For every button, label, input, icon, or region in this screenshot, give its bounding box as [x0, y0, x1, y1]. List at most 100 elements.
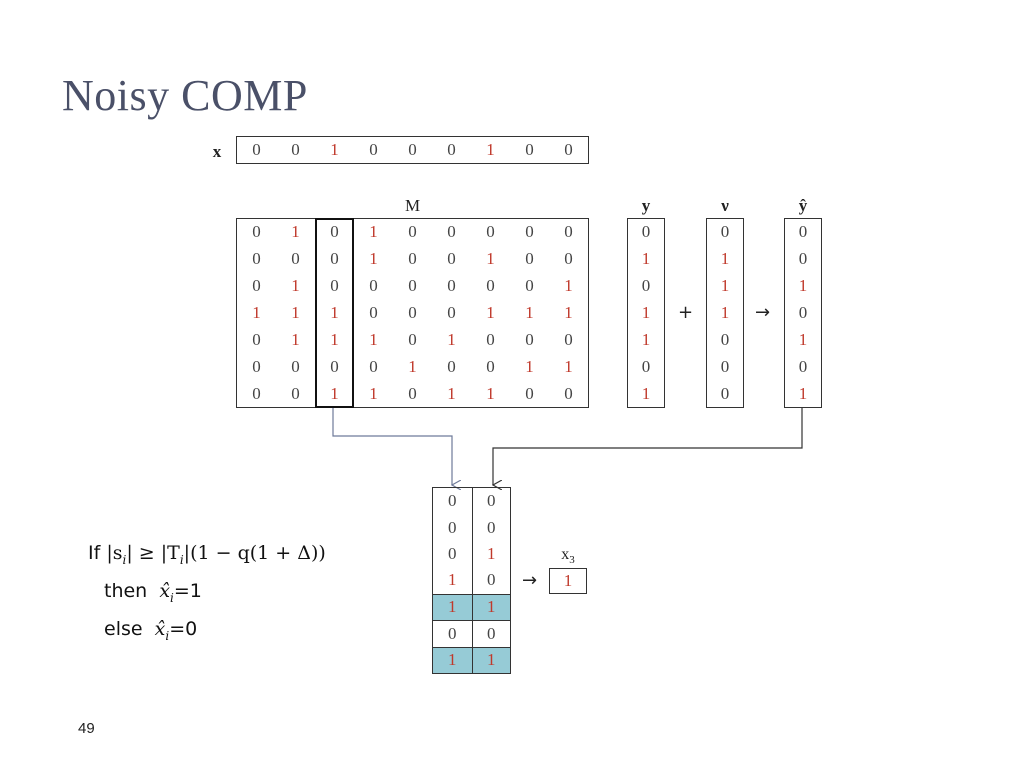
- yhat-cell: 1: [798, 329, 808, 349]
- m-cell: 0: [486, 356, 495, 376]
- m-cell: 1: [291, 329, 300, 349]
- compare-cell-b: 0: [471, 514, 511, 541]
- m-cell: 0: [486, 329, 495, 349]
- m-cell: 0: [447, 249, 456, 269]
- yhat-cell: 0: [798, 302, 808, 322]
- page-number: 49: [78, 720, 95, 737]
- y-label: y: [641, 196, 651, 215]
- m-cell: 0: [291, 356, 300, 376]
- x-cell: 1: [486, 140, 495, 159]
- nu-cell: 0: [720, 356, 730, 376]
- m-cell: 0: [330, 276, 339, 296]
- m-cell: 0: [408, 329, 417, 349]
- x-cell: 1: [330, 140, 339, 159]
- nu-cell: 1: [720, 276, 730, 296]
- x3-value: 1: [549, 568, 587, 594]
- y-cell: 0: [641, 222, 651, 242]
- plus-sign: +: [678, 302, 694, 323]
- m-cell: 0: [252, 329, 261, 349]
- rule-else-line: else x̂i=0: [104, 617, 198, 643]
- m-cell: 0: [291, 383, 300, 403]
- m-cell: 0: [525, 249, 534, 269]
- m-cell: 1: [486, 302, 495, 322]
- yhat-cell: 0: [798, 356, 808, 376]
- m-cell: 0: [447, 276, 456, 296]
- y-cell: 0: [641, 276, 651, 296]
- m-cell: 0: [252, 249, 261, 269]
- yhat-to-compare-arrow: [493, 408, 803, 485]
- arrow-icon: →: [755, 302, 771, 323]
- m-cell: 0: [408, 276, 417, 296]
- compare-cell-a: 1: [433, 593, 472, 621]
- m-cell: 1: [564, 356, 573, 376]
- x-cell: 0: [564, 140, 573, 159]
- x-cell: 0: [447, 140, 456, 159]
- x-cell: 0: [369, 140, 378, 159]
- compare-cell-b: 0: [471, 567, 511, 594]
- compare-cell-a: 1: [433, 646, 472, 673]
- m-cell: 1: [564, 302, 573, 322]
- compare-cell-b: 0: [471, 488, 511, 515]
- m-cell: 0: [252, 222, 261, 242]
- x-cell: 0: [408, 140, 417, 159]
- m-cell: 1: [369, 383, 378, 403]
- yhat-cell: 1: [798, 383, 808, 403]
- nu-cell: 0: [720, 383, 730, 403]
- nu-cell: 0: [720, 222, 730, 242]
- m-cell: 0: [330, 356, 339, 376]
- yhat-cell: 0: [798, 222, 808, 242]
- m-cell: 0: [291, 249, 300, 269]
- m-cell: 0: [252, 356, 261, 376]
- m-cell: 1: [291, 276, 300, 296]
- m-cell: 1: [330, 329, 339, 349]
- page-title: Noisy COMP: [62, 71, 308, 120]
- rule-then-line: then x̂i=1: [104, 579, 202, 605]
- m-cell: 0: [369, 356, 378, 376]
- compare-cell-b: 1: [471, 593, 510, 621]
- m-cell: 0: [252, 276, 261, 296]
- m-cell: 0: [330, 222, 339, 242]
- m-cell: 0: [486, 276, 495, 296]
- m-cell: 0: [564, 222, 573, 242]
- m-cell: 0: [525, 329, 534, 349]
- m-cell: 1: [408, 356, 417, 376]
- m-cell: 0: [408, 222, 417, 242]
- x3-label: x3: [561, 546, 575, 567]
- y-cell: 1: [641, 249, 651, 269]
- nu-label: ν: [721, 196, 729, 215]
- m-cell: 0: [447, 356, 456, 376]
- m-cell: 0: [564, 329, 573, 349]
- y-cell: 0: [641, 356, 651, 376]
- m-cell: 1: [369, 222, 378, 242]
- x-label: x: [212, 142, 222, 161]
- y-cell: 1: [641, 329, 651, 349]
- m-cell: 0: [408, 302, 417, 322]
- decision-rule: If |si| ≥ |Ti|(1 − q(1 + Δ)) then x̂i=1 …: [88, 538, 326, 651]
- m-cell: 0: [486, 222, 495, 242]
- m-label: M: [404, 196, 421, 215]
- m-cell: 0: [447, 222, 456, 242]
- m-cell: 1: [330, 383, 339, 403]
- m-column-3-highlight: [315, 218, 354, 408]
- compare-cell-a: 0: [433, 620, 472, 646]
- yhat-label: ŷ: [798, 196, 808, 215]
- m-cell: 1: [291, 222, 300, 242]
- m-column-to-compare-arrow: [332, 408, 452, 485]
- nu-cell: 0: [720, 329, 730, 349]
- m-cell: 1: [252, 302, 261, 322]
- m-matrix: 0 1 0 1 0 0 0 0 0 0 0 0 1 0 0 1 0 0 0 1 0 0 0 0 0 0 1 1 1 1 0 0 0 1 1 1 0 1 1 1…: [236, 218, 589, 408]
- x-cell: 0: [291, 140, 300, 159]
- m-cell: 1: [447, 329, 456, 349]
- m-cell: 0: [447, 302, 456, 322]
- m-cell: 1: [525, 302, 534, 322]
- m-cell: 1: [330, 302, 339, 322]
- y-cell: 1: [641, 383, 651, 403]
- m-cell: 1: [291, 302, 300, 322]
- m-cell: 0: [369, 276, 378, 296]
- compare-cell-a: 0: [448, 544, 457, 564]
- m-cell: 0: [408, 249, 417, 269]
